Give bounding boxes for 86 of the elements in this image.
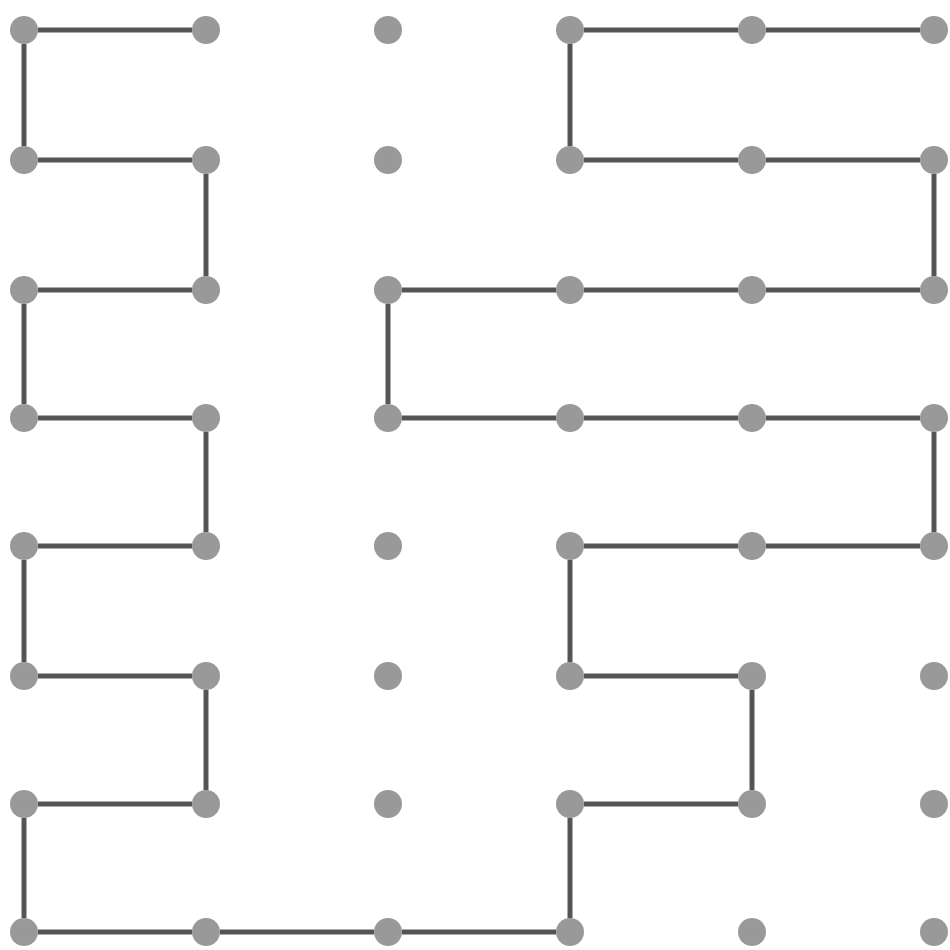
path-line [584,157,738,163]
grid-dot [556,276,584,304]
path-line [766,287,920,293]
path-line [766,157,920,163]
grid-dot [920,404,948,432]
grid-dot [192,662,220,690]
path-line [931,432,937,532]
path-line [38,543,192,549]
grid-dot [738,404,766,432]
grid-dot [192,276,220,304]
path-line [402,287,556,293]
path-line [766,543,920,549]
path-line [931,174,937,276]
grid-dot [920,16,948,44]
grid-dot [10,790,38,818]
path-line [567,44,573,146]
grid-dot [192,532,220,560]
grid-dot [192,16,220,44]
path-line [402,929,556,935]
path-line [584,673,738,679]
grid-dot [192,404,220,432]
grid-dot [556,918,584,946]
path-line [402,415,556,421]
grid-dot [192,790,220,818]
path-line [203,690,209,790]
grid-dot [10,16,38,44]
path-line [567,818,573,918]
path-line [749,690,755,790]
path-line [584,287,738,293]
path-line [584,27,738,33]
path-line [584,415,738,421]
path-line [766,27,920,33]
path-line [203,432,209,532]
grid-dot [556,662,584,690]
grid-dot [920,532,948,560]
grid-dot [738,532,766,560]
grid-dot [374,918,402,946]
grid-dot [374,532,402,560]
grid-dot [10,662,38,690]
grid-dot [738,276,766,304]
path-line [567,560,573,662]
grid-dot [556,146,584,174]
path-line [584,543,738,549]
path-line [584,801,738,807]
path-line [766,415,920,421]
path-line [385,304,391,404]
grid-dot [738,16,766,44]
grid-dot [10,532,38,560]
path-line [38,27,192,33]
path-line [203,174,209,276]
grid-dot [920,790,948,818]
grid-dot [920,918,948,946]
grid-dot [738,790,766,818]
grid-dot [738,918,766,946]
grid-dot [556,790,584,818]
path-line [21,818,27,918]
grid-dot [10,146,38,174]
grid-dot [10,918,38,946]
path-line [21,44,27,146]
path-line [38,157,192,163]
grid-dot [920,662,948,690]
path-line [38,673,192,679]
grid-dot [374,16,402,44]
grid-dot [738,662,766,690]
grid-dot [374,790,402,818]
path-line [38,287,192,293]
grid-dot [556,16,584,44]
grid-dot [374,404,402,432]
grid-dot [192,146,220,174]
path-line [21,560,27,662]
path-line [38,929,192,935]
path-line [38,801,192,807]
grid-dot [10,276,38,304]
grid-dot [920,276,948,304]
grid-dot [920,146,948,174]
path-line [220,929,374,935]
grid-dot [10,404,38,432]
path-line [21,304,27,404]
grid-dot [192,918,220,946]
path-line [38,415,192,421]
grid-dot [374,276,402,304]
grid-dot [556,532,584,560]
grid-dot [738,146,766,174]
grid-dot [374,662,402,690]
grid-dot [556,404,584,432]
grid-dot [374,146,402,174]
